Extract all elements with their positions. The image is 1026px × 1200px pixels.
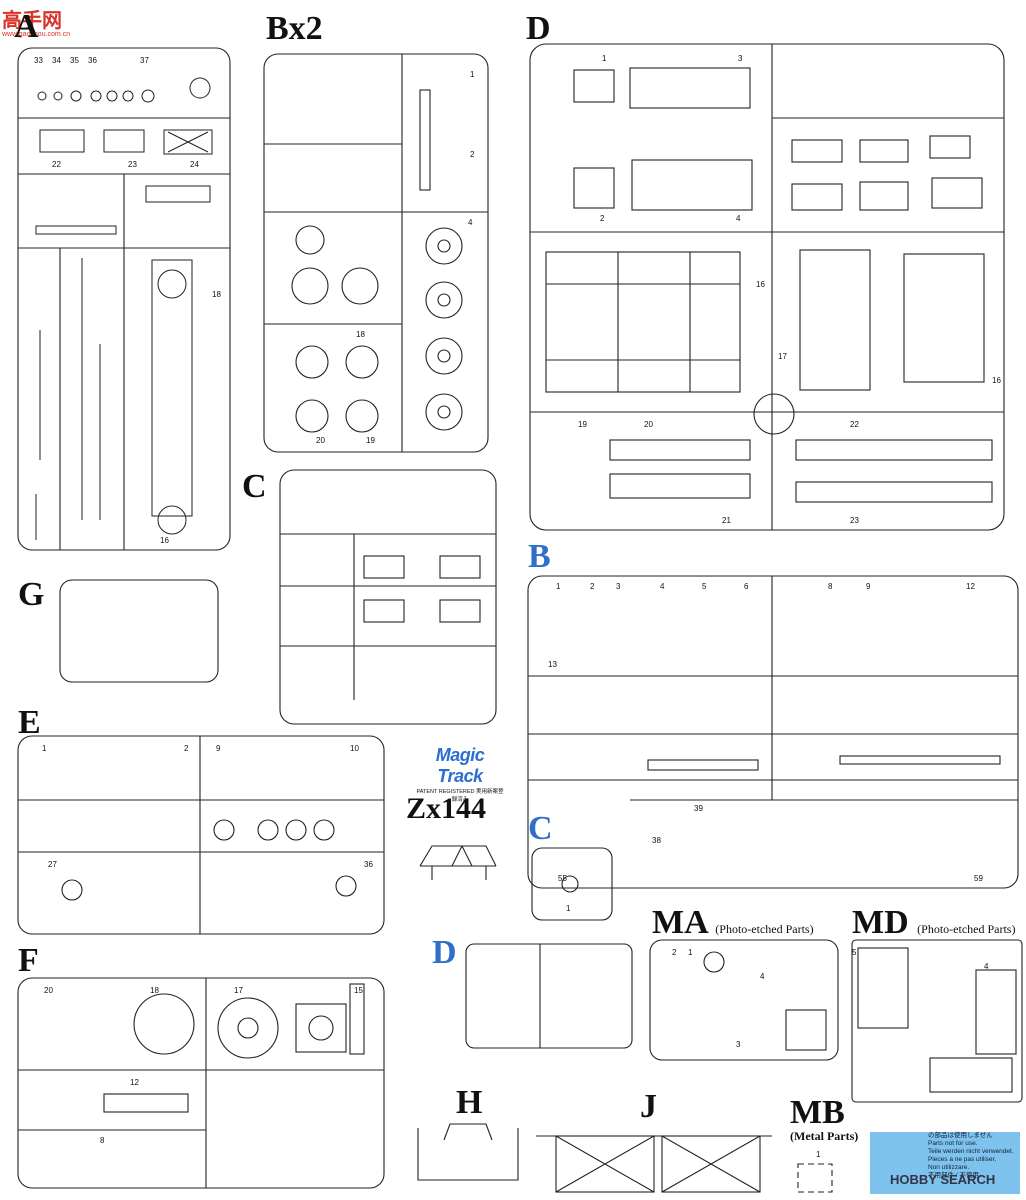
- sprue-b-frame: [527, 575, 1019, 889]
- notice-line-cn: 不用部件 / 不使用: [928, 1172, 979, 1179]
- sprue-h-label: H: [456, 1084, 483, 1121]
- sprue-bx2-frame: [263, 53, 489, 453]
- sprue-md-label: MD (Photo-etched Parts): [852, 904, 1016, 941]
- part-h-outline: [417, 1128, 519, 1181]
- magic-track-logo: Magic Track PATENT REGISTERED 実用新案登録済み: [414, 745, 506, 803]
- sprue-c-label: C: [242, 468, 267, 505]
- sprue-e-frame: [17, 735, 385, 935]
- site-watermark: 高手网 www.gaoshou.com.cn: [2, 4, 70, 38]
- site-watermark-url: www.gaoshou.com.cn: [2, 31, 71, 38]
- sprue-d-label: D: [526, 10, 551, 47]
- parts-not-used-notice: の部品は使用しません Parts not for use. Teile werd…: [870, 1132, 1020, 1194]
- sprue-a-label: A: [14, 8, 39, 45]
- magic-track-logo-text: Magic Track: [435, 745, 485, 786]
- sprue-g-label: G: [18, 576, 45, 613]
- sprue-md-frame: [851, 939, 1023, 1103]
- sprue-mb-label: MB: [790, 1094, 845, 1131]
- site-watermark-cn: 高手网: [2, 10, 62, 32]
- notice-line-en: Parts not for use.: [928, 1140, 978, 1147]
- notice-line-fr: Pieces a ne pas utiliser.: [928, 1156, 997, 1163]
- sprue-e-label: E: [18, 704, 41, 741]
- sprue-mb-sub: (Metal Parts): [790, 1129, 859, 1143]
- sprue-d-blue-label: D: [432, 934, 457, 971]
- magic-track-code: Zx144: [406, 792, 487, 825]
- sprue-c-frame: [279, 469, 497, 725]
- notice-line-it: Non utilizzare.: [928, 1164, 970, 1171]
- sprue-bx2-label: Bx2: [266, 10, 323, 47]
- notice-line-de: Teile werden nicht verwendet.: [928, 1148, 1014, 1155]
- sprue-c-blue-frame: [531, 847, 613, 921]
- hobby-search-watermark: HOBBY SEARCH: [890, 1172, 996, 1187]
- magic-track-patent: PATENT REGISTERED 実用新案登録済み: [416, 789, 504, 803]
- sprue-g-frame: [59, 579, 219, 683]
- sprue-f-frame: [17, 977, 385, 1189]
- sprue-d-frame: [529, 43, 1005, 531]
- sprue-c-blue-label: C: [528, 810, 553, 847]
- notice-line-ja: の部品は使用しません: [928, 1132, 993, 1139]
- sprue-ma-frame: [649, 939, 839, 1061]
- sprue-d-blue-frame: [465, 943, 633, 1049]
- sprue-b-blue-label: B: [528, 538, 551, 575]
- sprue-f-label: F: [18, 942, 39, 979]
- sprue-ma-label: MA (Photo-etched Parts): [652, 904, 814, 941]
- sprue-j-label: J: [640, 1088, 657, 1125]
